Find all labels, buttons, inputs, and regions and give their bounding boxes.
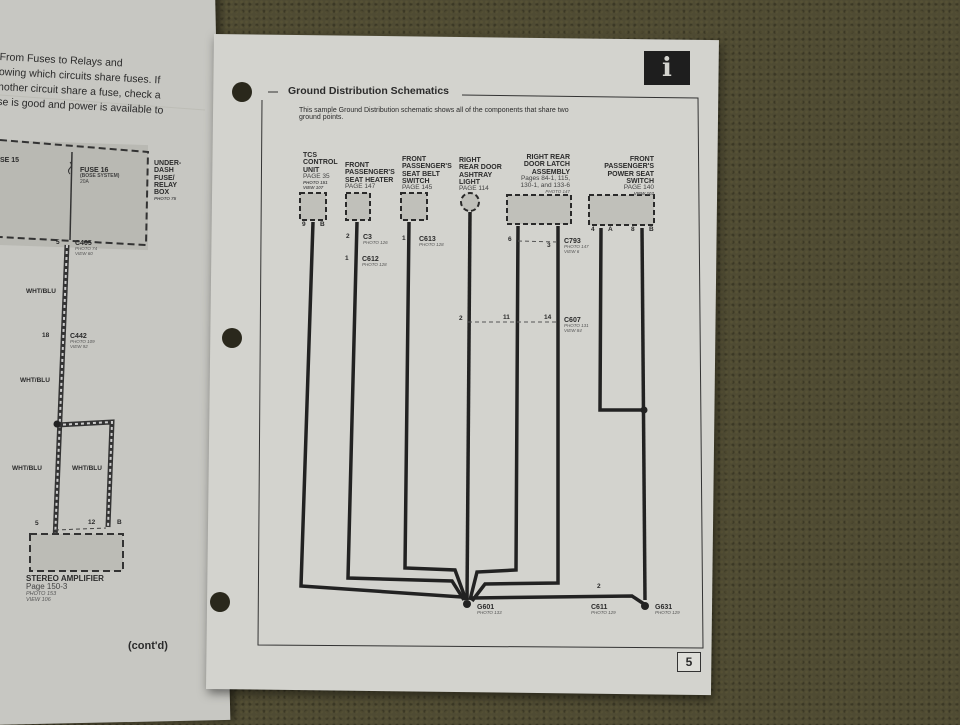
c3-pin: 2 <box>346 233 350 240</box>
fuse-15-label: SE 15 <box>0 157 20 164</box>
relay-box-outline <box>0 139 150 247</box>
ground-g631-icon <box>641 602 649 610</box>
schematic-frame <box>257 91 704 649</box>
wire-tcs <box>299 221 463 599</box>
c607-pin: 2 <box>459 315 463 322</box>
fuse-16-wire <box>69 151 73 241</box>
wire-color-label: WHT/BLU <box>12 465 42 472</box>
binder-hole <box>210 592 230 612</box>
power-seat-switch-box <box>588 194 655 226</box>
pin-label: B <box>320 221 325 228</box>
relay-box <box>0 140 148 251</box>
fuse-icon <box>68 161 72 175</box>
wht-blu-wire <box>54 244 68 541</box>
pin-label: 8 <box>631 226 635 233</box>
pin-label: 4 <box>591 226 595 233</box>
c607-pin: 14 <box>544 314 552 321</box>
amp-pin: 12 <box>88 519 96 526</box>
c793-pin: 3 <box>547 242 551 249</box>
contd-label: (cont'd) <box>128 640 168 652</box>
wire-color-label: WHT/BLU <box>72 465 102 472</box>
c612-pin: 1 <box>345 255 349 262</box>
c405-pin: 5 <box>56 239 60 246</box>
info-icon: i <box>644 51 690 85</box>
ground-g601-icon <box>463 600 471 608</box>
wire-latch-2 <box>470 226 560 603</box>
c613-pin: 1 <box>402 235 406 242</box>
door-latch-box <box>506 194 572 225</box>
stereo-amplifier-label: STEREO AMPLIFIER Page 150-3 PHOTO 153 VI… <box>26 574 104 603</box>
amp-pin: B <box>117 519 122 526</box>
wire-seat-heater <box>346 221 466 601</box>
description: This sample Ground Distribution schemati… <box>299 107 569 122</box>
c611-pin: 2 <box>597 583 601 590</box>
wire-color-label: WHT/BLU <box>26 288 56 295</box>
splice-dot <box>640 406 648 414</box>
wire-g601-g631 <box>471 594 645 606</box>
c793-link <box>517 240 559 243</box>
c607-pin: 11 <box>503 314 510 321</box>
wire-seat-b <box>640 227 647 601</box>
stereo-amplifier-box <box>29 533 124 572</box>
wire-seat-a <box>598 227 644 412</box>
tcs-control-unit-box <box>299 192 327 221</box>
fuse-16-label: FUSE 16 (BOSE SYSTEM) 20A <box>80 167 120 185</box>
pin-label: 9 <box>302 221 306 228</box>
ashtray-light-symbol <box>460 192 480 212</box>
page-title: Ground Distribution Schematics <box>288 85 450 97</box>
splice-dot <box>53 420 61 428</box>
c793-pin: 6 <box>508 236 512 243</box>
c442-pin: 18 <box>42 332 50 339</box>
seat-belt-switch-box <box>400 192 428 221</box>
pin-label: A <box>608 226 613 233</box>
wire-seat-belt <box>403 221 468 601</box>
wire-color-label: WHT/BLU <box>20 377 50 384</box>
page-number: 5 <box>677 652 701 672</box>
wire-latch-1 <box>468 225 520 601</box>
ground-wires <box>299 211 647 606</box>
pin-label: B <box>649 226 654 233</box>
amp-pin: 5 <box>35 520 39 527</box>
seat-heater-box <box>345 192 371 221</box>
wire-ashtray <box>465 211 472 601</box>
binder-hole <box>222 328 242 348</box>
binder-hole <box>232 82 252 102</box>
